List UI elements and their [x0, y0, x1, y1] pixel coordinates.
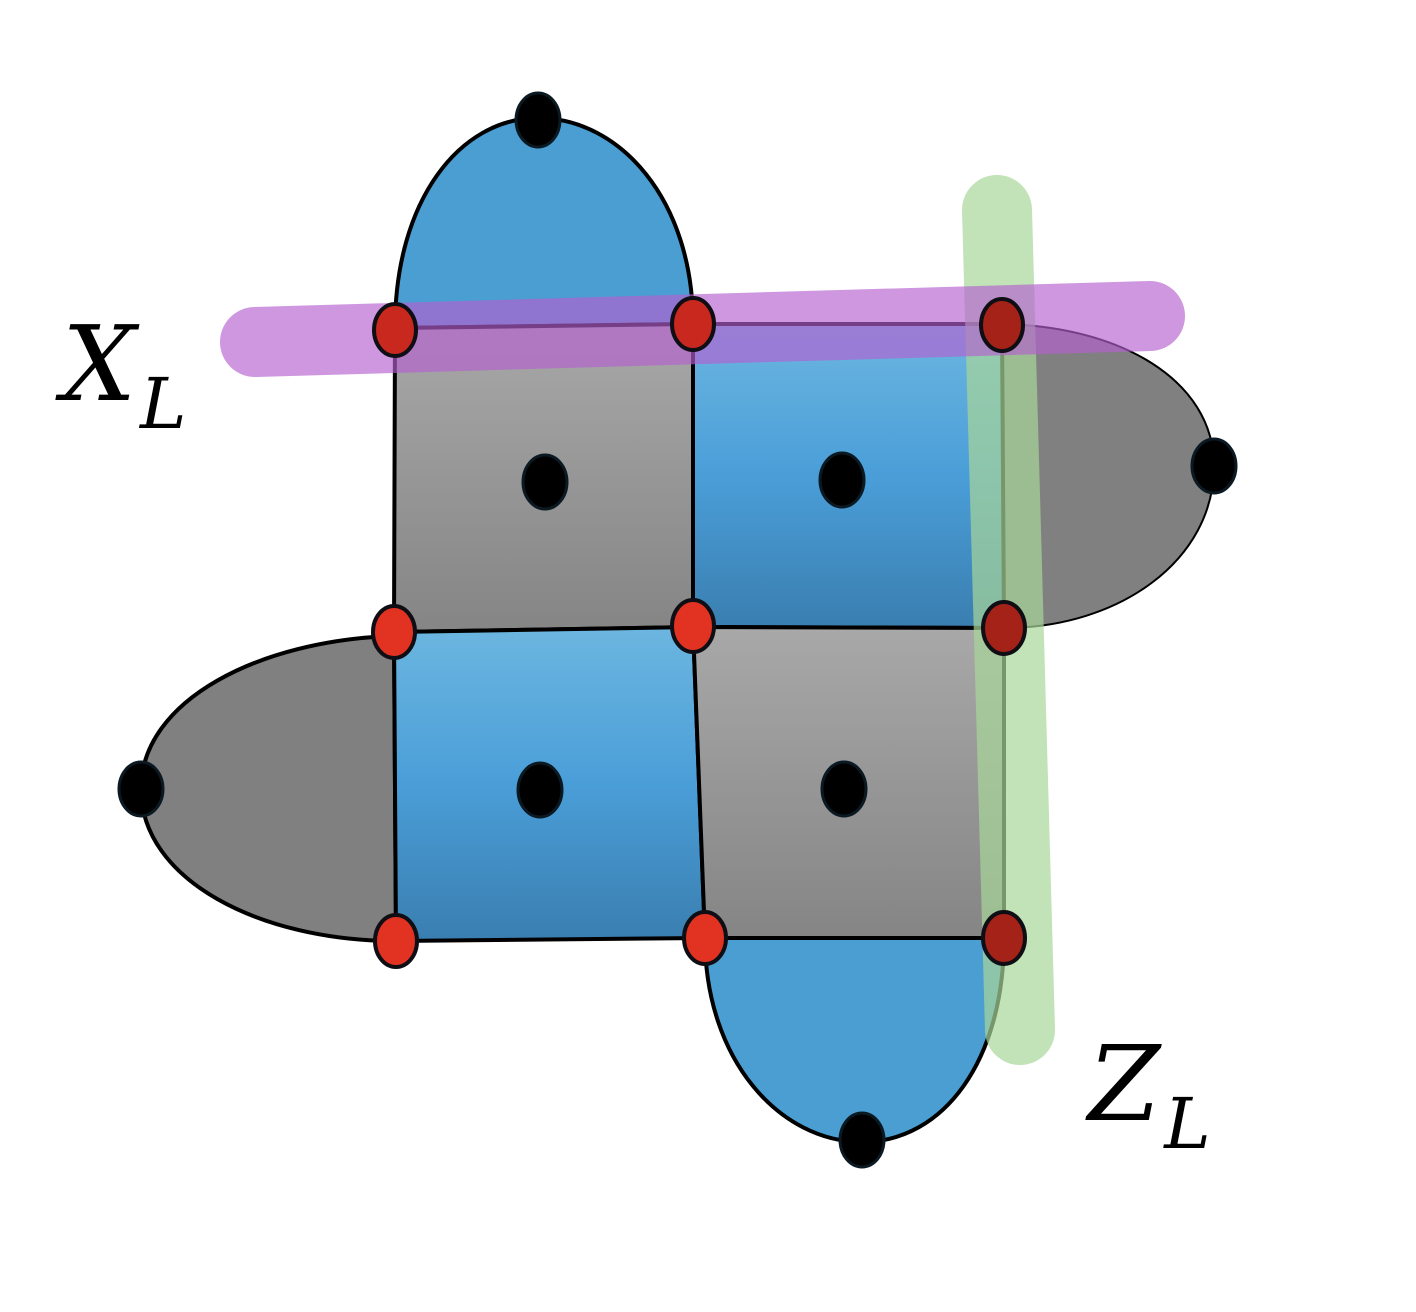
boundary-stabilizer-bottom: [702, 936, 1007, 1145]
stabilizer-dots: [117, 91, 1238, 1169]
stabilizer-dot-right: [1190, 437, 1238, 495]
stabilizer-dot-p-top-left: [521, 453, 569, 511]
data-qubit: [979, 297, 1025, 353]
stabilizer-dot-p-bottom-right: [820, 760, 868, 818]
data-qubit: [373, 913, 419, 969]
stabilizer-dot-bottom: [838, 1111, 886, 1169]
x-logical-label-main: X: [62, 303, 137, 425]
z-logical-label: ZL: [1088, 1032, 1211, 1159]
stabilizer-dot-p-bottom-left: [516, 761, 564, 819]
z-logical-label-sub: L: [1164, 1083, 1211, 1165]
x-logical-label-sub: L: [140, 363, 187, 445]
data-qubit: [670, 296, 716, 352]
stabilizer-dot-top: [514, 91, 562, 149]
stabilizer-dot-left: [117, 760, 165, 818]
data-qubit: [670, 598, 716, 654]
data-qubit: [372, 302, 418, 358]
data-qubit: [371, 604, 417, 660]
stabilizer-dot-p-top-right: [818, 451, 866, 509]
data-qubit: [981, 600, 1027, 656]
z-logical-label-main: Z: [1088, 1023, 1161, 1145]
x-logical-label: XL: [62, 312, 187, 439]
data-qubit: [981, 910, 1027, 966]
data-qubits: [371, 296, 1027, 969]
boundary-stabilizer-left: [138, 633, 399, 944]
data-qubit: [682, 910, 728, 966]
